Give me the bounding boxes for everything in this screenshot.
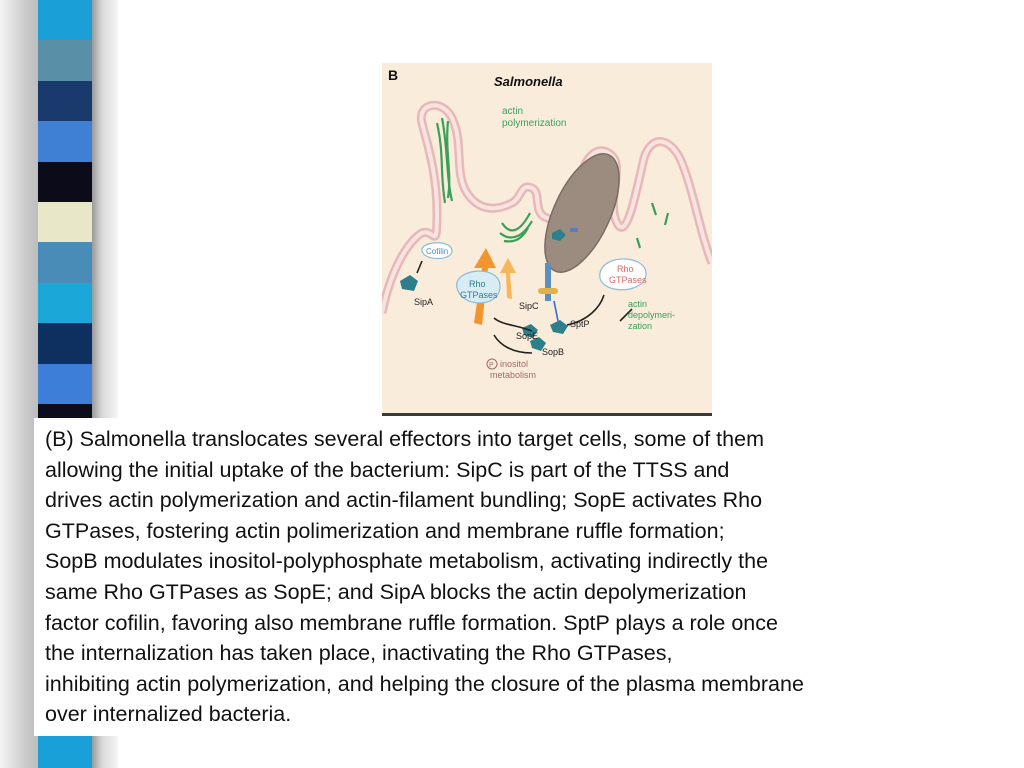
figure-bottom-rule [382, 413, 712, 416]
label-sipa: SipA [414, 297, 433, 307]
label-sipc: SipC [519, 301, 539, 311]
caption-line: (B) Salmonella translocates several effe… [45, 427, 764, 451]
stripe-block [38, 161, 92, 203]
phospho-circle [486, 358, 498, 370]
label-rho-left-2: GTPases [460, 290, 498, 300]
label-phospho: P [489, 362, 494, 369]
label-sopb: SopB [542, 347, 564, 357]
figure-title: Salmonella [494, 74, 563, 89]
orange-arrow-right [500, 258, 516, 299]
stripe-block [38, 323, 92, 364]
bacterium-marker [570, 228, 578, 232]
stripe-block [38, 0, 92, 41]
stripe-block [38, 121, 92, 162]
stripe-block [38, 242, 92, 283]
stripe-block [38, 282, 92, 324]
caption-line: the internalization has taken place, ina… [45, 641, 673, 666]
caption-line: SopB modulates inositol-polyphosphate me… [45, 549, 769, 574]
blue-arrow [553, 300, 559, 322]
label-rho-right-1: Rho [617, 264, 634, 274]
sipc-ring [538, 288, 558, 294]
caption-line: drives actin polymerization and actin-fi… [45, 488, 763, 513]
label-depoly-2: depolymeri- [628, 310, 675, 320]
label-sptp: SptP [570, 319, 590, 329]
stripe-block [38, 363, 92, 405]
label-rho-left-1: Rho [469, 279, 486, 289]
label-depoly-1: actin [628, 299, 647, 309]
caption-line: factor cofilin, favoring also membrane r… [45, 610, 778, 635]
caption-line: inhibiting actin polymerization, and hel… [45, 671, 804, 696]
stripe-shadow [0, 0, 38, 768]
label-actin-polymerization-2: polymerization [502, 118, 566, 129]
label-inositol-2: metabolism [490, 370, 536, 380]
effector-molecules [400, 229, 568, 351]
label-inositol-1: inositol [500, 359, 528, 369]
stripe-block [38, 40, 92, 81]
salmonella-figure: B Salmonella actin polymerization Cofili… [382, 63, 712, 415]
cell-membrane-inner [382, 103, 712, 314]
label-rho-right-2: GTPases [609, 275, 647, 285]
stripe-block [38, 80, 92, 122]
rho-gtpases-right-blob [599, 258, 647, 291]
pathway-arrows [416, 260, 633, 354]
panel-letter: B [388, 67, 398, 83]
label-depoly-3: zation [628, 321, 652, 331]
caption-line: over internalized bacteria. [45, 702, 292, 727]
figure-caption: (B) Salmonella translocates several effe… [45, 424, 960, 730]
caption-box [34, 418, 964, 736]
salmonella-diagram: B Salmonella actin polymerization Cofili… [382, 63, 712, 415]
bacterium [544, 153, 620, 273]
cofilin-blob [421, 242, 453, 260]
ttss-needle [545, 263, 551, 301]
caption-line: GTPases, fostering actin polimerization … [45, 518, 725, 543]
actin-filaments [435, 117, 670, 249]
stripe-block [38, 202, 92, 243]
rho-gtpases-left-blob [456, 270, 501, 304]
caption-line: same Rho GTPases as SopE; and SipA block… [45, 579, 747, 604]
caption-line: allowing the initial uptake of the bacte… [45, 457, 730, 482]
label-actin-polymerization-1: actin [502, 106, 523, 117]
label-sope: SopE [516, 331, 538, 341]
label-cofilin: Cofilin [426, 247, 448, 256]
